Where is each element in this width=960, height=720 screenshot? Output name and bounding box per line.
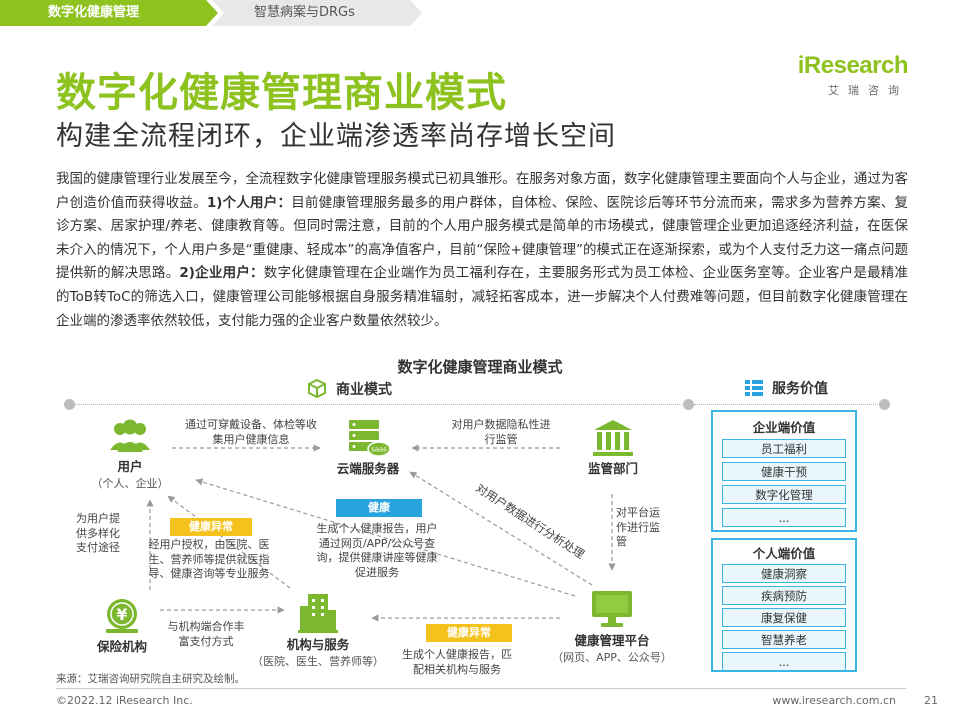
personal-value-item: 健康洞察 bbox=[722, 564, 846, 583]
panel-personal-title: 个人端价值 bbox=[752, 546, 816, 561]
note-pay: 为用户提供多样化支付途径 bbox=[76, 512, 120, 554]
government-building-icon bbox=[570, 418, 656, 458]
tag-healthy: 健康 bbox=[336, 499, 422, 517]
logo-sub: 艾瑞咨询 bbox=[828, 84, 908, 97]
node-platform[interactable]: 健康管理平台 （网页、APP、公众号） bbox=[542, 588, 682, 665]
tag-health-abnormal: 健康异常 bbox=[170, 518, 252, 536]
breadcrumb-active[interactable]: 数字化健康管理 bbox=[0, 0, 218, 26]
node-platform-label: 健康管理平台 bbox=[574, 633, 650, 648]
para-text-3: 数字化健康管理在企业端作为员工福利存在，主要服务形式为员工体检、企业医务室等。企… bbox=[56, 265, 908, 329]
section-service-value: 服务价值 bbox=[744, 378, 828, 398]
node-regulator-label: 监管部门 bbox=[587, 461, 638, 476]
note-wearable: 通过可穿戴设备、体检等收集用户健康信息 bbox=[185, 418, 317, 446]
iresearch-logo: iResearch 艾瑞咨询 bbox=[796, 52, 909, 98]
logo-word: iResearch bbox=[797, 52, 909, 79]
node-regulator[interactable]: 监管部门 bbox=[570, 418, 656, 477]
node-user-sub: （个人、企业） bbox=[91, 477, 169, 490]
breadcrumb: 数字化健康管理 智慧病案与DRGs bbox=[0, 0, 960, 26]
node-insurer-label: 保险机构 bbox=[96, 639, 147, 654]
footer-url[interactable]: www.iresearch.com.cn bbox=[772, 694, 896, 707]
footer-divider bbox=[56, 688, 906, 689]
arrow-platform-cloud bbox=[409, 471, 593, 586]
users-icon bbox=[86, 418, 174, 456]
note-report-match: 生成个人健康报告，匹配相关机构与服务 bbox=[402, 648, 512, 676]
node-cloud-label: 云端服务器 bbox=[336, 461, 400, 476]
panel-enterprise-value: 企业端价值 员工福利 健康干预 数字化管理 ... bbox=[711, 410, 857, 532]
page-title: 数字化健康管理商业模式 bbox=[56, 70, 507, 116]
yen-coin-icon: ¥ bbox=[86, 596, 158, 636]
copyright: ©2022.12 iResearch Inc. bbox=[56, 694, 193, 707]
divider-left bbox=[70, 404, 682, 405]
node-institution[interactable]: 机构与服务 （医院、医生、营养师等） bbox=[248, 592, 388, 669]
source-note: 来源：艾瑞咨询研究院自主研究及绘制。 bbox=[56, 673, 245, 685]
note-cooperate: 与机构端合作丰富支付方式 bbox=[167, 620, 245, 648]
section-business-model-label: 商业模式 bbox=[336, 382, 392, 398]
note-platform-supervise: 对平台运作进行监管 bbox=[616, 506, 660, 548]
panel-enterprise-title: 企业端价值 bbox=[752, 420, 816, 435]
note-authorized: 经用户授权，由医院、医生、营养师等提供就医指导、健康咨询等专业服务 bbox=[148, 538, 270, 580]
para-text-1: 我国的健康管理行业发展至今，全流程数字化健康管理服务模式已初具雏形。在服务对象方… bbox=[56, 171, 908, 211]
institution-building-icon bbox=[248, 592, 388, 634]
page-subtitle: 构建全流程闭环，企业端渗透率尚存增长空间 bbox=[56, 121, 616, 152]
server-icon: saas bbox=[320, 418, 416, 458]
para-text-2: 目前健康管理服务最多的用户群体，自体检、保险、医院诊后等环节分流而来，需求多为营… bbox=[56, 194, 909, 282]
para-bold-2: 2)企业用户： bbox=[179, 265, 264, 282]
node-cloud-server[interactable]: saas 云端服务器 bbox=[320, 418, 416, 477]
divider-right bbox=[694, 404, 886, 405]
personal-value-item: 疾病预防 bbox=[722, 586, 846, 605]
node-user-label: 用户 bbox=[117, 459, 143, 474]
para-bold-1: 1)个人用户： bbox=[206, 194, 292, 211]
divider-dot bbox=[683, 399, 694, 410]
enterprise-value-item: ... bbox=[722, 508, 846, 527]
divider-dot bbox=[879, 399, 890, 410]
note-privacy: 对用户数据隐私性进行监管 bbox=[451, 418, 551, 446]
section-service-value-label: 服务价值 bbox=[772, 381, 828, 397]
panel-personal-value: 个人端价值 健康洞察 疾病预防 康复保健 智慧养老 ... bbox=[711, 538, 857, 672]
diagram-title: 数字化健康管理商业模式 bbox=[397, 358, 563, 376]
node-user[interactable]: 用户 （个人、企业） bbox=[86, 418, 174, 491]
breadcrumb-next[interactable]: 智慧病案与DRGs bbox=[212, 0, 422, 26]
section-business-model: 商业模式 bbox=[306, 378, 392, 400]
personal-value-item: 康复保健 bbox=[722, 608, 846, 627]
node-platform-sub: （网页、APP、公众号） bbox=[552, 651, 672, 664]
node-institution-label: 机构与服务 bbox=[286, 637, 350, 652]
arrow-institution-user bbox=[167, 495, 291, 589]
body-paragraph: 我国的健康管理行业发展至今，全流程数字化健康管理服务模式已初具雏形。在服务对象方… bbox=[56, 168, 908, 333]
yen-symbol: ¥ bbox=[116, 605, 127, 624]
note-report-user: 生成个人健康报告，用户通过网页/APP/公众号查询，提供健康讲座等健康促进服务 bbox=[316, 522, 438, 579]
cube-icon bbox=[306, 378, 328, 400]
enterprise-value-item: 健康干预 bbox=[722, 462, 846, 481]
tag-health-abnormal: 健康异常 bbox=[426, 624, 512, 642]
enterprise-value-item: 数字化管理 bbox=[722, 485, 846, 504]
divider-dot bbox=[64, 399, 75, 410]
monitor-icon bbox=[542, 588, 682, 630]
node-insurer[interactable]: ¥ 保险机构 bbox=[86, 596, 158, 655]
node-institution-sub: （医院、医生、营养师等） bbox=[252, 655, 384, 668]
list-icon bbox=[744, 378, 764, 398]
arrow-platform-user bbox=[195, 478, 576, 597]
personal-value-item: ... bbox=[722, 652, 846, 671]
personal-value-item: 智慧养老 bbox=[722, 630, 846, 649]
page-number: 21 bbox=[924, 694, 938, 707]
saas-badge: saas bbox=[371, 446, 387, 454]
enterprise-value-item: 员工福利 bbox=[722, 439, 846, 458]
